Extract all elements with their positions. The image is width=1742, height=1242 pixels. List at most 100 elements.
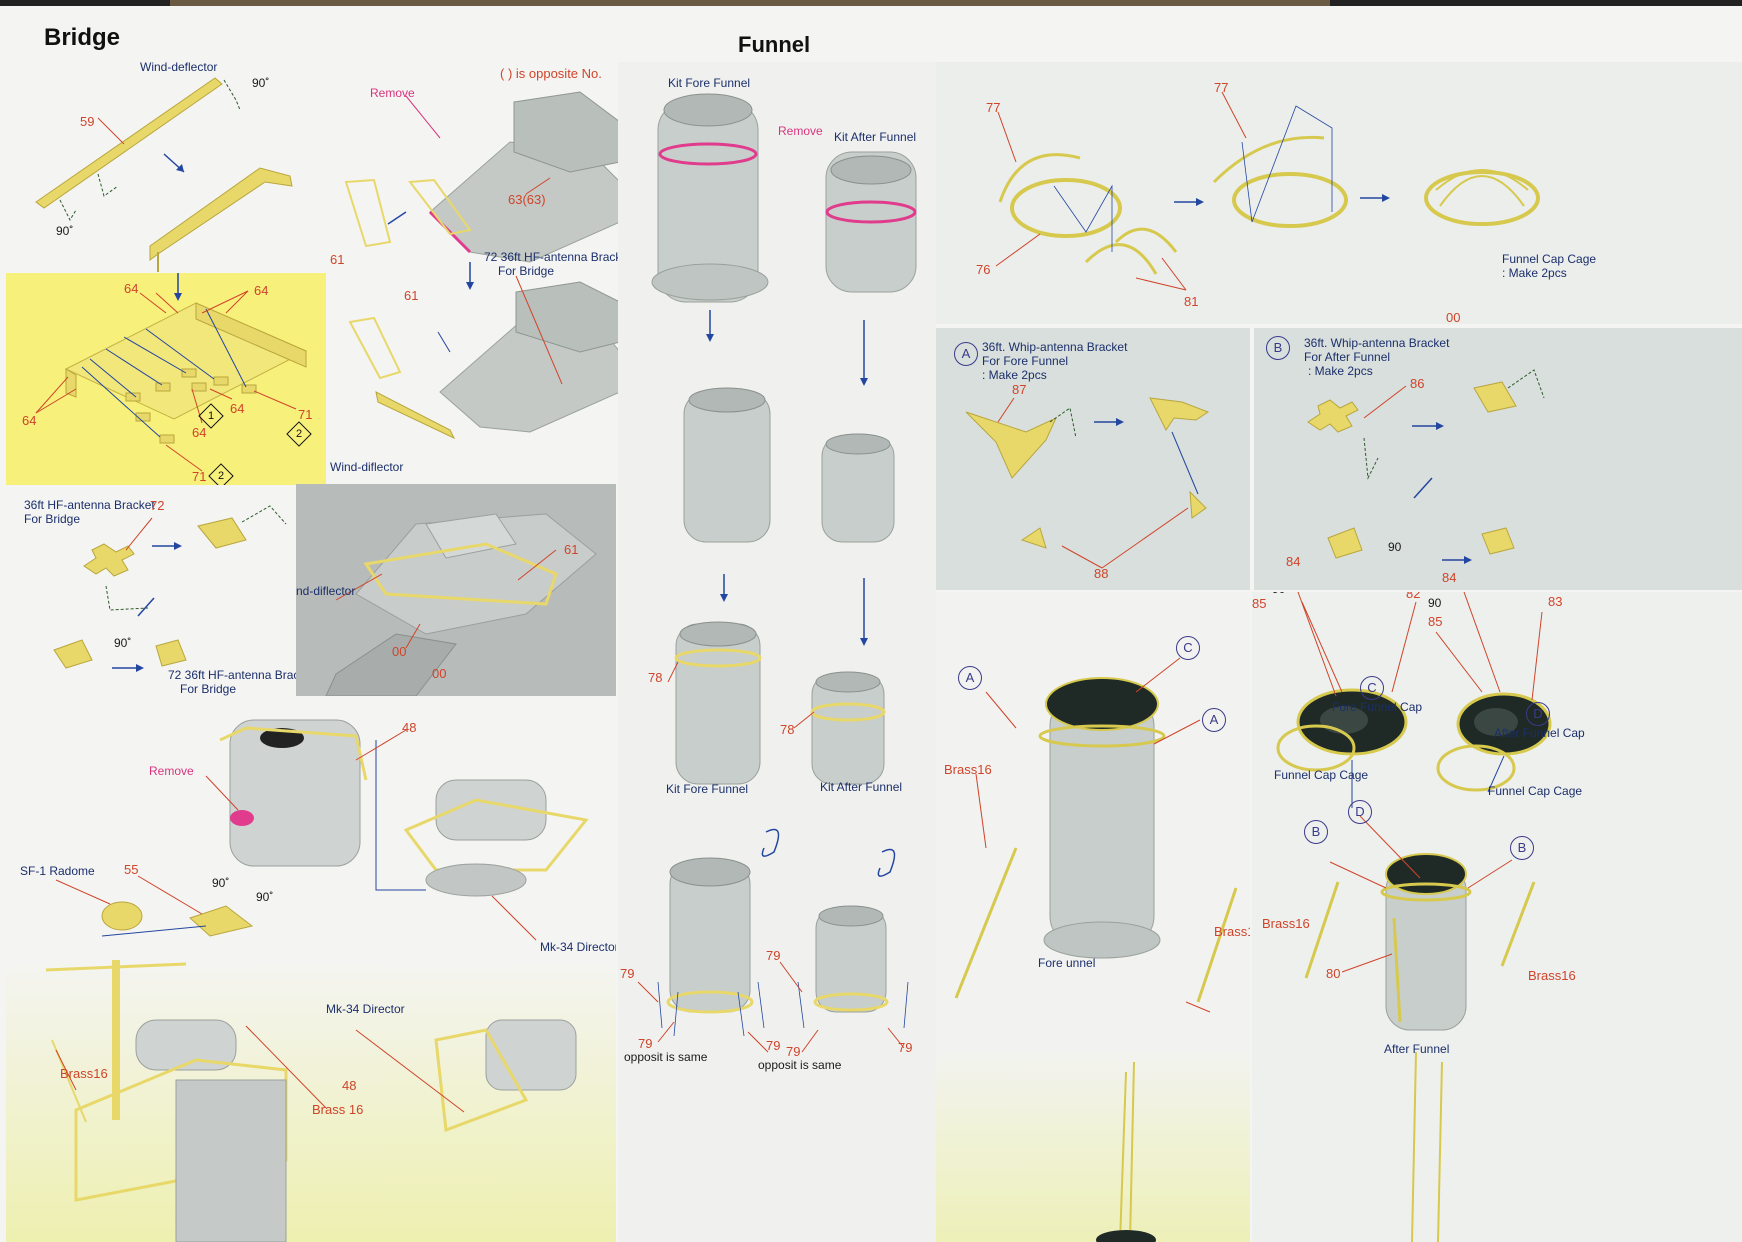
angle-90-label-5: 90˚ xyxy=(256,890,274,904)
bridge-section-title: Bridge xyxy=(44,24,121,51)
bridge-step-highlight: 64 64 64 64 64 71 71 1 2 2 xyxy=(6,273,326,485)
bridge-rail-drawing xyxy=(35,273,308,472)
part-72-label: 72 xyxy=(150,498,165,513)
part-71-label: 71 xyxy=(298,407,313,422)
bridge-step-wind-deflector: Wind-deflector 90˚ 90˚ 59 xyxy=(0,50,330,272)
circle-a-marker: A xyxy=(954,342,978,366)
circle-b-marker-2: B xyxy=(1304,820,1328,844)
part-61-label-2: 61 xyxy=(404,288,419,303)
part-59-label: 59 xyxy=(80,114,95,129)
mast-drawing xyxy=(45,960,577,1242)
kit-funnel-drawing xyxy=(637,93,917,1053)
bridge-step-hf-bracket: 36ft HF-antenna Bracket For Bridge 72 90… xyxy=(6,490,296,696)
circle-d-marker-2: D xyxy=(1348,800,1372,824)
bridge-step-mast: Brass16 Brass 16 48 Mk-34 Director xyxy=(6,960,616,1242)
part-86-label: 86 xyxy=(1410,376,1425,391)
part-82-label: 82 xyxy=(1406,592,1421,601)
part-61-label-3: 61 xyxy=(564,542,579,557)
brass-16-label: Brass 16 xyxy=(312,1102,364,1117)
kit-fore-funnel-label-2: Kit Fore Funnel xyxy=(666,782,749,796)
part-90-label-2: 90 xyxy=(1272,592,1285,596)
after-funnel-drawing xyxy=(1276,592,1552,1242)
part-00-label-2: 00 xyxy=(432,666,447,681)
kit-fore-funnel-label: Kit Fore Funnel xyxy=(668,76,751,90)
fore-funnel-assembly: A C A Brass16 Brass16 Fore unnel xyxy=(936,592,1250,1242)
part-76-label: 76 xyxy=(976,262,991,277)
part-79-label-2: 79 xyxy=(638,1036,653,1051)
after-funnel-assembly: 90 85 82 90 85 83 C Fore Funnel Cap D Af… xyxy=(1252,592,1742,1242)
funnel-cap-cage-step: 77 77 76 81 Funnel Cap Cage : Make 2pcs … xyxy=(936,62,1742,324)
funnel-cap-cage-label-2: Funnel Cap Cage xyxy=(1274,768,1369,782)
bracket-b-for: For After Funnel xyxy=(1304,350,1391,364)
angle-90-label-2: 90˚ xyxy=(56,224,74,238)
part-83-label: 83 xyxy=(1548,594,1563,609)
bracket-a-for: For Fore Funnel xyxy=(982,354,1069,368)
hf-bracket-label-2: 36ft HF-antenna Bracket xyxy=(24,498,155,512)
bridge-kit-photos: Remove ( ) is opposite No. 63(63) 61 61 … xyxy=(330,62,620,482)
part-79-label-5: 79 xyxy=(786,1044,801,1059)
part-00-label: 00 xyxy=(392,644,407,659)
bridge-step-director: 48 Remove SF-1 Radome 55 90˚ 90˚ Mk-34 D… xyxy=(6,700,616,960)
part-61-label: 61 xyxy=(330,252,345,267)
part-64-label-5: 64 xyxy=(192,425,207,440)
funnel-part-00-label: 00 xyxy=(1446,310,1461,324)
circle-b-marker: B xyxy=(1266,336,1290,360)
brass16-label-4: Brass16 xyxy=(1262,916,1310,931)
fore-funnel-cap-label: Fore Funnel Cap xyxy=(1332,700,1423,714)
part-64-label-3: 64 xyxy=(22,413,37,428)
whip-bracket-b-drawing xyxy=(1307,369,1545,564)
after-funnel-label: After Funnel xyxy=(1384,1042,1450,1056)
part-84-label: 84 xyxy=(1286,554,1301,569)
part-64-label: 64 xyxy=(124,281,139,296)
part-90-label-3: 90 xyxy=(1428,596,1442,610)
angle-90-label: 90˚ xyxy=(252,76,270,90)
whip-bracket-b-step: B 36ft. Whip-antenna Bracket For After F… xyxy=(1254,328,1742,590)
angle-90-label-4: 90˚ xyxy=(212,876,230,890)
part-48-label: 48 xyxy=(402,720,417,735)
for-bridge-label-2: For Bridge xyxy=(24,512,81,526)
part-81-label: 81 xyxy=(1184,294,1199,309)
bracket-a-make-2pcs: : Make 2pcs xyxy=(982,368,1047,382)
make-2pcs-label: : Make 2pcs xyxy=(1502,266,1567,280)
part-71-label-2: 71 xyxy=(192,469,207,484)
part-84-label-2: 84 xyxy=(1442,570,1457,585)
kit-after-funnel-label-2: Kit After Funnel xyxy=(820,780,903,794)
for-bridge-label-1: For Bridge xyxy=(498,264,555,278)
whip-bracket-a-step: A 36ft. Whip-antenna Bracket For Fore Fu… xyxy=(936,328,1250,590)
funnel-kit-column: Kit Fore Funnel Kit After Funnel Remove … xyxy=(618,62,936,1242)
kit-after-funnel-label: Kit After Funnel xyxy=(834,130,917,144)
wind-deflector-label-2: Wind-diflector xyxy=(330,460,404,474)
part-63-label: 63(63) xyxy=(508,192,546,207)
part-87-label: 87 xyxy=(1012,382,1027,397)
hf-bracket-label-1: 72 36ft HF-antenna Bracket xyxy=(484,250,620,264)
angle-90-label-3: 90˚ xyxy=(114,636,132,650)
hf-bracket-label-3: 72 36ft HF-antenna Bracket xyxy=(168,668,296,682)
part-48-label-2: 48 xyxy=(342,1078,357,1093)
funnel-section-title: Funnel xyxy=(738,32,811,57)
part-64-label-2: 64 xyxy=(254,283,269,298)
bracket-a-title: 36ft. Whip-antenna Bracket xyxy=(982,340,1128,354)
mk34-director-label-2: Mk-34 Director xyxy=(326,1002,405,1016)
part-88-label: 88 xyxy=(1094,566,1109,581)
bracket-b-title: 36ft. Whip-antenna Bracket xyxy=(1304,336,1450,350)
funnel-cap-cage-label: Funnel Cap Cage xyxy=(1502,252,1597,266)
circle-d-marker: D xyxy=(1526,702,1550,726)
remove-label-2: Remove xyxy=(149,764,194,778)
part-78-label-2: 78 xyxy=(780,722,795,737)
director-drawing xyxy=(55,719,589,941)
wind-deflector-drawing xyxy=(35,77,293,272)
circle-a-marker-3: A xyxy=(1202,708,1226,732)
part-79-label: 79 xyxy=(620,966,635,981)
bridge-assembled-drawing xyxy=(325,513,597,696)
bridge-deck-photos xyxy=(344,91,620,440)
fore-unnel-label: Fore unnel xyxy=(1038,956,1096,970)
hf-bracket-drawing xyxy=(53,505,287,672)
scan-top-edge-brown xyxy=(170,0,1330,6)
brass16-label-5: Brass16 xyxy=(1528,968,1576,983)
opposite-note: ( ) is opposite No. xyxy=(500,66,602,81)
fore-funnel-drawing xyxy=(954,657,1238,1242)
after-funnel-cap-label: After Funnel Cap xyxy=(1494,726,1585,740)
funnel-remove-label: Remove xyxy=(778,124,823,138)
part-90-label: 90 xyxy=(1388,540,1402,554)
part-79-label-3: 79 xyxy=(766,1038,781,1053)
